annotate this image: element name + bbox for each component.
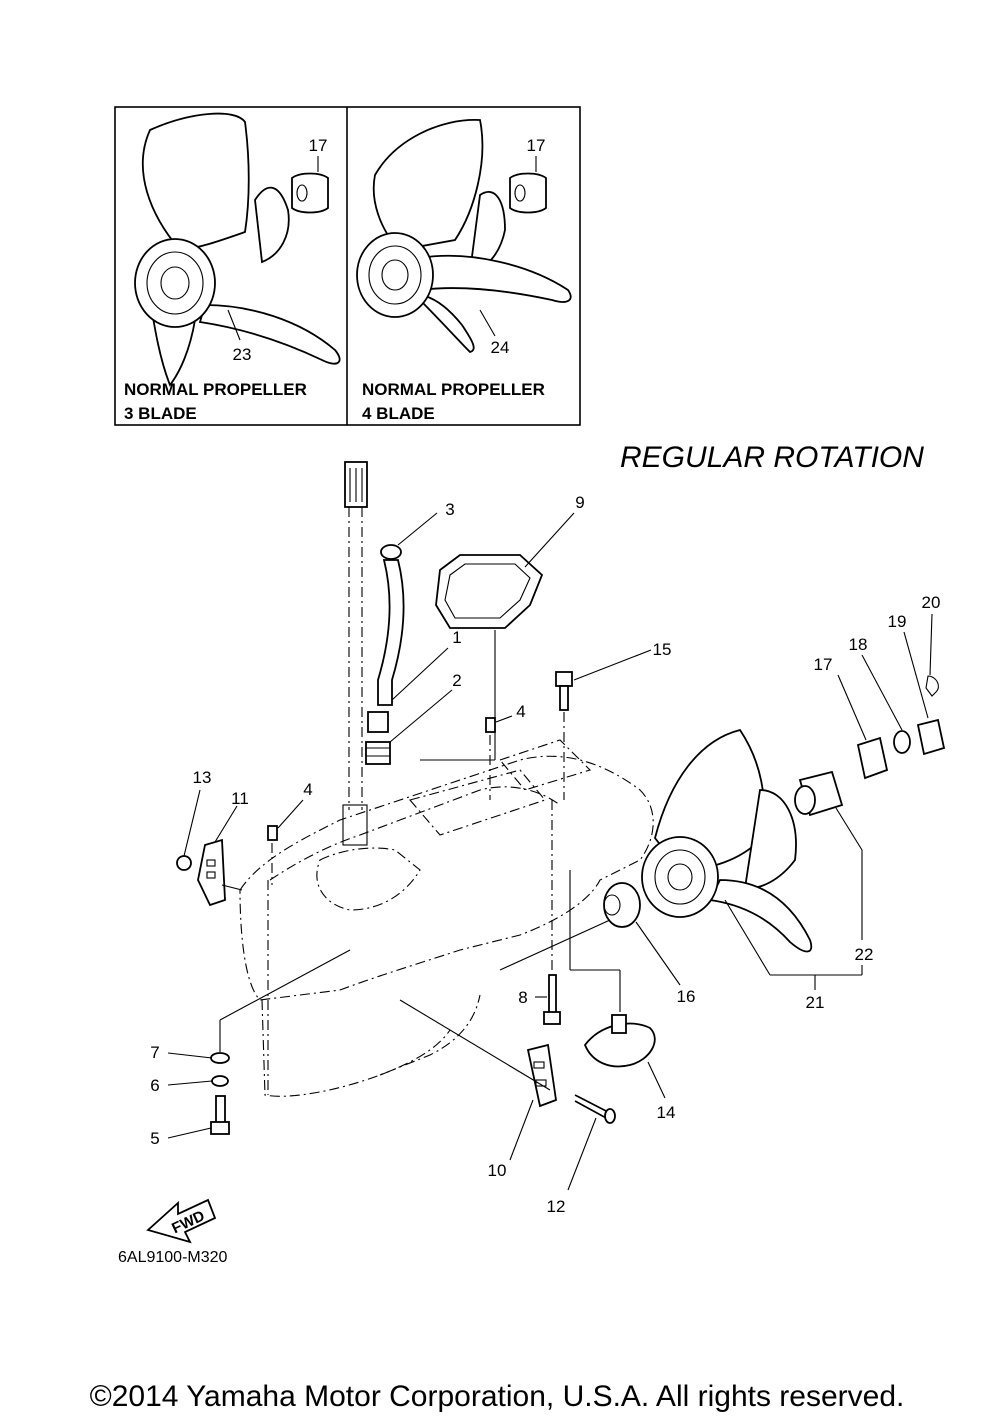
callout-5: 5 — [150, 1129, 159, 1148]
four-blade-propeller-icon — [356, 119, 572, 353]
anode-10-icon — [526, 1043, 557, 1108]
callout-22: 22 — [855, 945, 874, 964]
bolt-5-icon — [210, 1095, 230, 1135]
diagram-code: 6AL9100-M320 — [118, 1249, 228, 1266]
gasket — [420, 554, 544, 761]
callout-8: 8 — [518, 988, 527, 1007]
main-propeller-icon — [641, 728, 813, 953]
callout-13: 13 — [193, 768, 212, 787]
callout-7: 7 — [150, 1043, 159, 1062]
bolt-15-icon — [555, 671, 573, 800]
thrust-washer-16-icon — [603, 882, 641, 928]
dowel-pin-icon — [267, 825, 278, 841]
inset-left-label-line1: NORMAL PROPELLER — [124, 380, 307, 399]
anode-11-icon — [197, 838, 243, 907]
callout-2: 2 — [452, 671, 461, 690]
lower-unit-housing — [239, 739, 654, 1097]
inset-right-label-line2: 4 BLADE — [362, 404, 435, 423]
dowel-pin-icon — [485, 717, 496, 733]
callout-4-left: 4 — [303, 780, 312, 799]
fwd-arrow-icon: FWD — [146, 1198, 217, 1244]
callout-14: 14 — [657, 1103, 676, 1122]
copyright-notice: ©2014 Yamaha Motor Corporation, U.S.A. A… — [90, 1380, 905, 1413]
propeller-nut-19-icon — [916, 718, 946, 756]
spacer-22-icon — [794, 770, 844, 817]
collar — [365, 711, 391, 765]
bolt-8-icon — [543, 800, 561, 1025]
inset-left-label-line2: 3 BLADE — [124, 404, 197, 423]
washer-18-icon — [893, 730, 911, 754]
inset-right-label-line1: NORMAL PROPELLER — [362, 380, 545, 399]
propeller-inset: 17 23 NORMAL PROPELLER 3 BLADE 17 24 NOR… — [114, 106, 581, 426]
drive-shaft — [342, 461, 368, 846]
callout-21: 21 — [806, 993, 825, 1012]
callout-15: 15 — [653, 640, 672, 659]
spline-washer-17-icon — [856, 736, 889, 780]
callout-19: 19 — [888, 612, 907, 631]
callout-18: 18 — [849, 635, 868, 654]
callout-20: 20 — [922, 593, 941, 612]
callout-17: 17 — [814, 655, 833, 674]
callout-24: 24 — [491, 338, 510, 357]
cotter-pin-20-icon — [925, 675, 939, 697]
nut-13-icon — [176, 855, 192, 871]
callout-1: 1 — [452, 628, 461, 647]
spline-washer-icon — [509, 172, 547, 214]
callout-12: 12 — [547, 1197, 566, 1216]
callout-9: 9 — [575, 493, 584, 512]
callout-17-right: 17 — [527, 136, 546, 155]
callout-11: 11 — [231, 789, 249, 808]
grommet-icon — [380, 544, 402, 560]
anode-14-icon — [583, 1014, 656, 1068]
callout-23: 23 — [233, 345, 252, 364]
rotation-label: REGULAR ROTATION — [620, 441, 924, 474]
bolt-12-icon — [574, 1094, 616, 1124]
callout-4-right: 4 — [516, 702, 525, 721]
water-tube — [377, 544, 405, 706]
callout-16: 16 — [677, 987, 696, 1006]
spline-washer-icon — [291, 172, 329, 214]
callout-10: 10 — [488, 1161, 507, 1180]
callout-6: 6 — [150, 1076, 159, 1095]
callout-17-left: 17 — [309, 136, 328, 155]
callout-3: 3 — [445, 500, 454, 519]
three-blade-propeller-icon — [134, 112, 341, 387]
washer-6-icon — [211, 1075, 229, 1087]
washer-7-icon — [210, 1052, 230, 1064]
